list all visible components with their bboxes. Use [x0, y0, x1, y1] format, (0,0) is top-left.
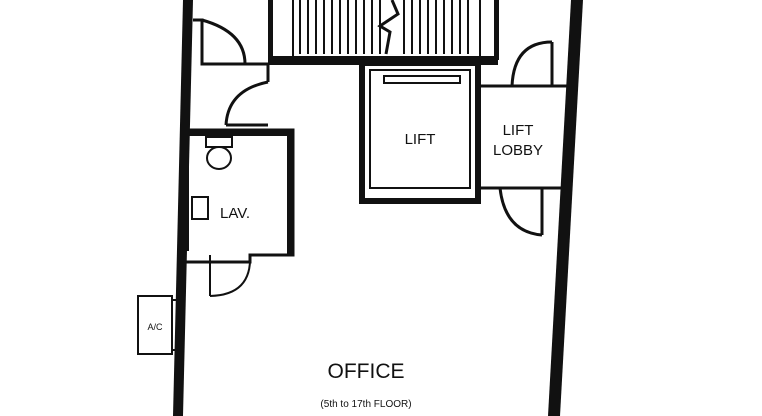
office-floors-label: (5th to 17th FLOOR): [320, 399, 411, 410]
lift-label: LIFT: [405, 131, 436, 148]
right-exterior-wall: [548, 0, 583, 416]
lift-lobby: [478, 40, 575, 237]
stair-left-wall: [268, 0, 273, 60]
stair-right-wall: [494, 0, 499, 60]
ac-unit-label: A/C: [147, 322, 163, 332]
door-swing-top-left: [201, 18, 247, 65]
lavatory-label: LAV.: [220, 205, 250, 222]
door-swing-lobby-bottom: [498, 187, 543, 237]
ac-unit: [137, 295, 180, 355]
corridor-walls: [186, 18, 270, 127]
sink-icon: [191, 196, 209, 220]
stair-break-line: [377, 0, 400, 55]
lift-door-bar: [383, 75, 461, 84]
lift-core: [359, 60, 481, 204]
lavatory: [181, 128, 295, 297]
office-label: OFFICE: [328, 360, 405, 383]
door-swing-lav: [209, 254, 252, 297]
door-swing-corridor: [224, 80, 269, 126]
staircase: [292, 0, 481, 56]
lift-lobby-label-line1: LIFT: [503, 122, 534, 139]
toilet-icon: [205, 136, 233, 170]
lift-lobby-label-line2: LOBBY: [493, 142, 543, 159]
door-swing-lobby-top: [510, 40, 553, 87]
